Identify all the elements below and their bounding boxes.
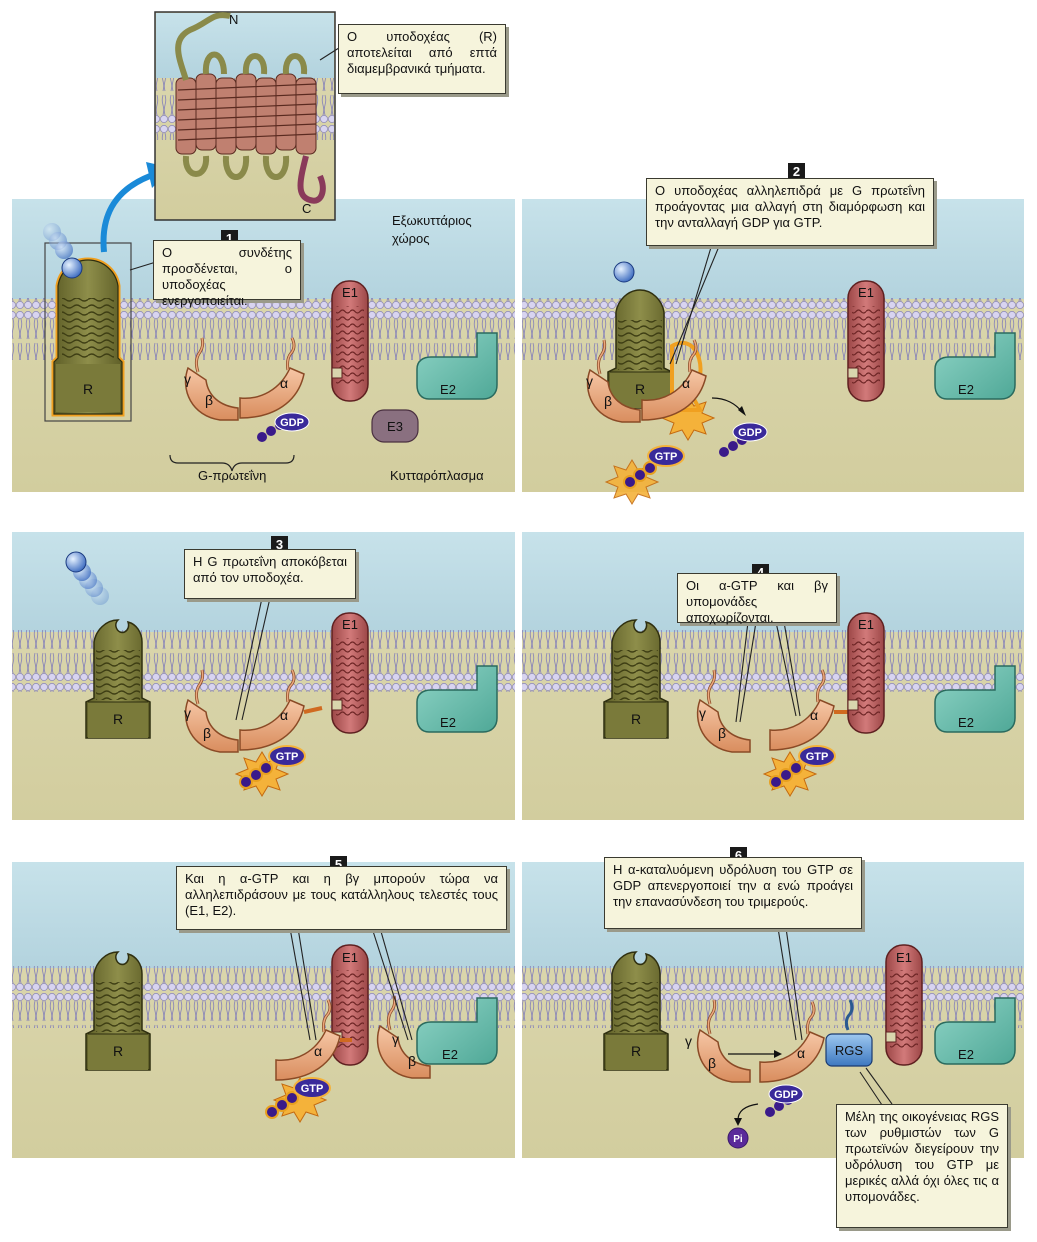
g-protein-label: G-πρωτεΐνη	[198, 468, 266, 483]
svg-text:α: α	[797, 1045, 805, 1061]
svg-text:E1: E1	[858, 285, 874, 300]
receptor: R	[54, 260, 122, 414]
e1-label: E1	[342, 285, 358, 300]
e3-label: E3	[387, 419, 403, 434]
svg-text:GTP: GTP	[301, 1083, 324, 1095]
svg-text:R: R	[635, 381, 645, 397]
svg-text:GTP: GTP	[806, 751, 829, 763]
svg-text:R: R	[113, 711, 123, 727]
svg-text:GDP: GDP	[738, 427, 762, 439]
svg-text:RGS: RGS	[835, 1043, 864, 1058]
svg-text:γ: γ	[685, 1033, 692, 1049]
svg-text:γ: γ	[184, 705, 191, 721]
svg-text:Pi: Pi	[733, 1134, 743, 1145]
inset-receptor-structure: N C	[155, 12, 335, 220]
step-2-callout: Ο υποδοχέας αλληλεπιδρά με G πρωτεΐνη πρ…	[646, 178, 934, 246]
beta-label: β	[205, 392, 213, 408]
svg-text:E2: E2	[440, 715, 456, 730]
svg-text:γ: γ	[586, 373, 593, 389]
svg-text:E1: E1	[342, 950, 358, 965]
step-4-callout: Οι α-GTP και βγ υπομονάδες αποχωρίζονται…	[677, 573, 837, 623]
svg-text:E2: E2	[958, 382, 974, 397]
svg-text:β: β	[718, 725, 726, 741]
step-1-callout: Ο συνδέτης προσδένεται, ο υποδοχέας ενερ…	[153, 240, 301, 300]
step-6-callout: Η α-καταλυόμενη υδρόλυση του GTP σε GDP …	[604, 857, 862, 929]
svg-text:α: α	[314, 1043, 322, 1059]
cytoplasm-label: Κυτταρόπλασμα	[390, 468, 484, 483]
svg-text:α: α	[810, 707, 818, 723]
ligand	[614, 262, 634, 282]
svg-text:E1: E1	[896, 950, 912, 965]
svg-text:E1: E1	[342, 617, 358, 632]
gdp-label: GDP	[280, 417, 304, 429]
svg-text:β: β	[604, 393, 612, 409]
c-terminus-label: C	[302, 201, 311, 216]
svg-text:E2: E2	[442, 1047, 458, 1062]
extracellular-label: Εξωκυττάριος χώρος	[392, 212, 502, 248]
svg-text:R: R	[113, 1043, 123, 1059]
svg-text:β: β	[203, 725, 211, 741]
inset-callout: Ο υποδοχέας (R) αποτελείται από επτά δια…	[338, 24, 506, 94]
svg-text:GTP: GTP	[276, 751, 299, 763]
step-5-callout: Και η α-GTP και η βγ μπορούν τώρα να αλλ…	[176, 866, 507, 930]
svg-text:GDP: GDP	[774, 1089, 798, 1101]
alpha-label: α	[280, 375, 288, 391]
svg-text:GTP: GTP	[655, 451, 678, 463]
svg-text:E2: E2	[958, 1047, 974, 1062]
svg-text:E2: E2	[958, 715, 974, 730]
n-terminus-label: N	[229, 12, 238, 27]
svg-text:α: α	[280, 707, 288, 723]
svg-text:R: R	[631, 711, 641, 727]
rgs-callout: Μέλη της οικογένειας RGS των ρυθμιστών τ…	[836, 1104, 1008, 1228]
svg-text:β: β	[708, 1055, 716, 1071]
svg-text:β: β	[408, 1053, 416, 1069]
svg-text:γ: γ	[699, 705, 706, 721]
e2-label: E2	[440, 382, 456, 397]
svg-text:γ: γ	[392, 1031, 399, 1047]
svg-text:α: α	[682, 375, 690, 391]
gamma-label: γ	[184, 371, 191, 387]
svg-text:R: R	[631, 1043, 641, 1059]
step-3-callout: Η G πρωτεΐνη αποκόβεται από τον υποδοχέα…	[184, 549, 356, 599]
receptor-label: R	[83, 381, 93, 397]
svg-text:E1: E1	[858, 617, 874, 632]
